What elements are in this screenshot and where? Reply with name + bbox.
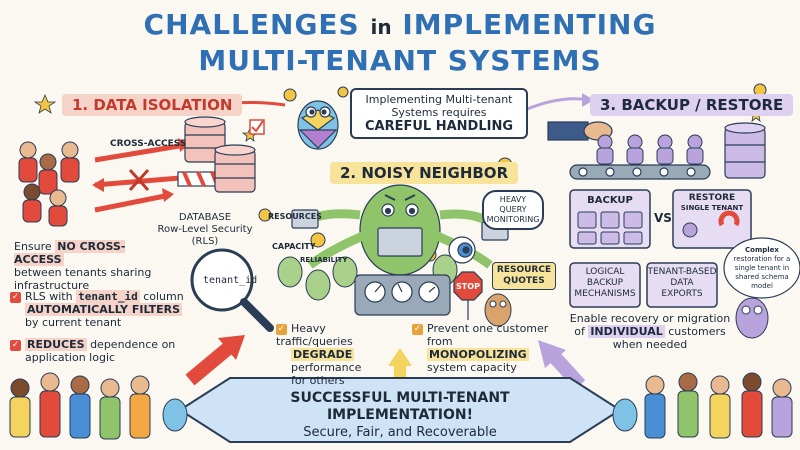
star-icon	[33, 93, 57, 114]
section-heading-data-isolation: 1. DATA ISOLATION	[62, 94, 243, 116]
vs-label: VS	[654, 211, 672, 225]
section-heading-noisy-neighbor: 2. NOISY NEIGHBOR	[330, 162, 519, 184]
reliability-label: RELIABILITY	[300, 256, 348, 264]
magnifier-icon	[190, 248, 274, 332]
degrade-performance-bullet: ✓Heavy traffic/queries DEGRADE performan…	[276, 322, 362, 387]
page-title-line2: MULTI-TENANT SYSTEMS	[198, 44, 602, 77]
check-icon: ✓	[10, 291, 21, 303]
tenant-exports-box	[646, 262, 718, 308]
careful-handling-note: Implementing Multi-tenant Systems requir…	[350, 88, 528, 139]
reduces-dependence-bullet: ✓REDUCES dependence on application logic	[10, 338, 176, 364]
tenant-based-exports-label: TENANT-BASED DATA EXPORTS	[647, 267, 717, 299]
restore-single-tenant-label: RESTORE SINGLE TENANT	[680, 193, 744, 212]
rls-filter-bullet: ✓RLS with tenant_id column AUTOMATICALLY…	[10, 290, 184, 329]
complex-restoration-note: Complex restoration for a single tenant …	[733, 246, 791, 290]
page-title-line1: CHALLENGES in IMPLEMENTING	[143, 8, 657, 41]
resource-quotes-sign: RESOURCE QUOTES	[492, 262, 556, 290]
database-icon	[184, 116, 256, 193]
stop-sign-label: STOP	[456, 282, 480, 291]
monitoring-eye-icon	[448, 236, 476, 264]
resources-label: RESOURCES	[268, 212, 322, 221]
conveyor-belt-icon	[569, 164, 711, 180]
tenant-users-group	[18, 141, 80, 227]
complex-note-bubble	[723, 237, 800, 299]
celebrating-users-right	[612, 372, 793, 439]
check-icon: ✓	[276, 323, 287, 335]
ensure-no-cross-access-text: Ensure NO CROSS-ACCESS between tenants s…	[14, 240, 152, 292]
check-icon: ✓	[10, 339, 21, 351]
backup-database-icon	[724, 122, 766, 179]
heavy-query-monitoring-bubble: HEAVY QUERY MONITORING	[482, 190, 544, 230]
check-icon: ✓	[412, 323, 423, 335]
enable-recovery-text: Enable recovery or migration of INDIVIDU…	[569, 312, 731, 351]
cross-access-label: CROSS-ACCESS	[110, 139, 187, 149]
prevent-monopolizing-bullet: ✓Prevent one customer from MONOPOLIZING …	[412, 322, 549, 374]
logical-backup-box	[569, 262, 641, 308]
stop-sign-icon	[453, 271, 483, 320]
performance-gauges-icon	[354, 274, 451, 316]
database-rls-label: DATABASE Row-Level Security (RLS)	[157, 212, 253, 247]
quota-gopher-icon	[484, 293, 512, 327]
magnet-icon	[718, 210, 740, 227]
logical-backup-label: LOGICAL BACKUP MECHANISMS	[574, 267, 636, 299]
success-banner: SUCCESSFUL MULTI-TENANT IMPLEMENTATION! …	[290, 390, 510, 440]
backup-label: BACKUP	[587, 195, 633, 206]
mascot-gopher-icon	[297, 100, 339, 150]
capacity-label: CAPACITY	[272, 242, 316, 251]
section-heading-backup-restore: 3. BACKUP / RESTORE	[590, 94, 794, 116]
tenant-id-label: tenant_id	[203, 275, 258, 286]
purple-gopher-icon	[735, 297, 769, 339]
tenant-figures-group	[596, 134, 704, 165]
celebrating-users-left	[9, 372, 188, 440]
